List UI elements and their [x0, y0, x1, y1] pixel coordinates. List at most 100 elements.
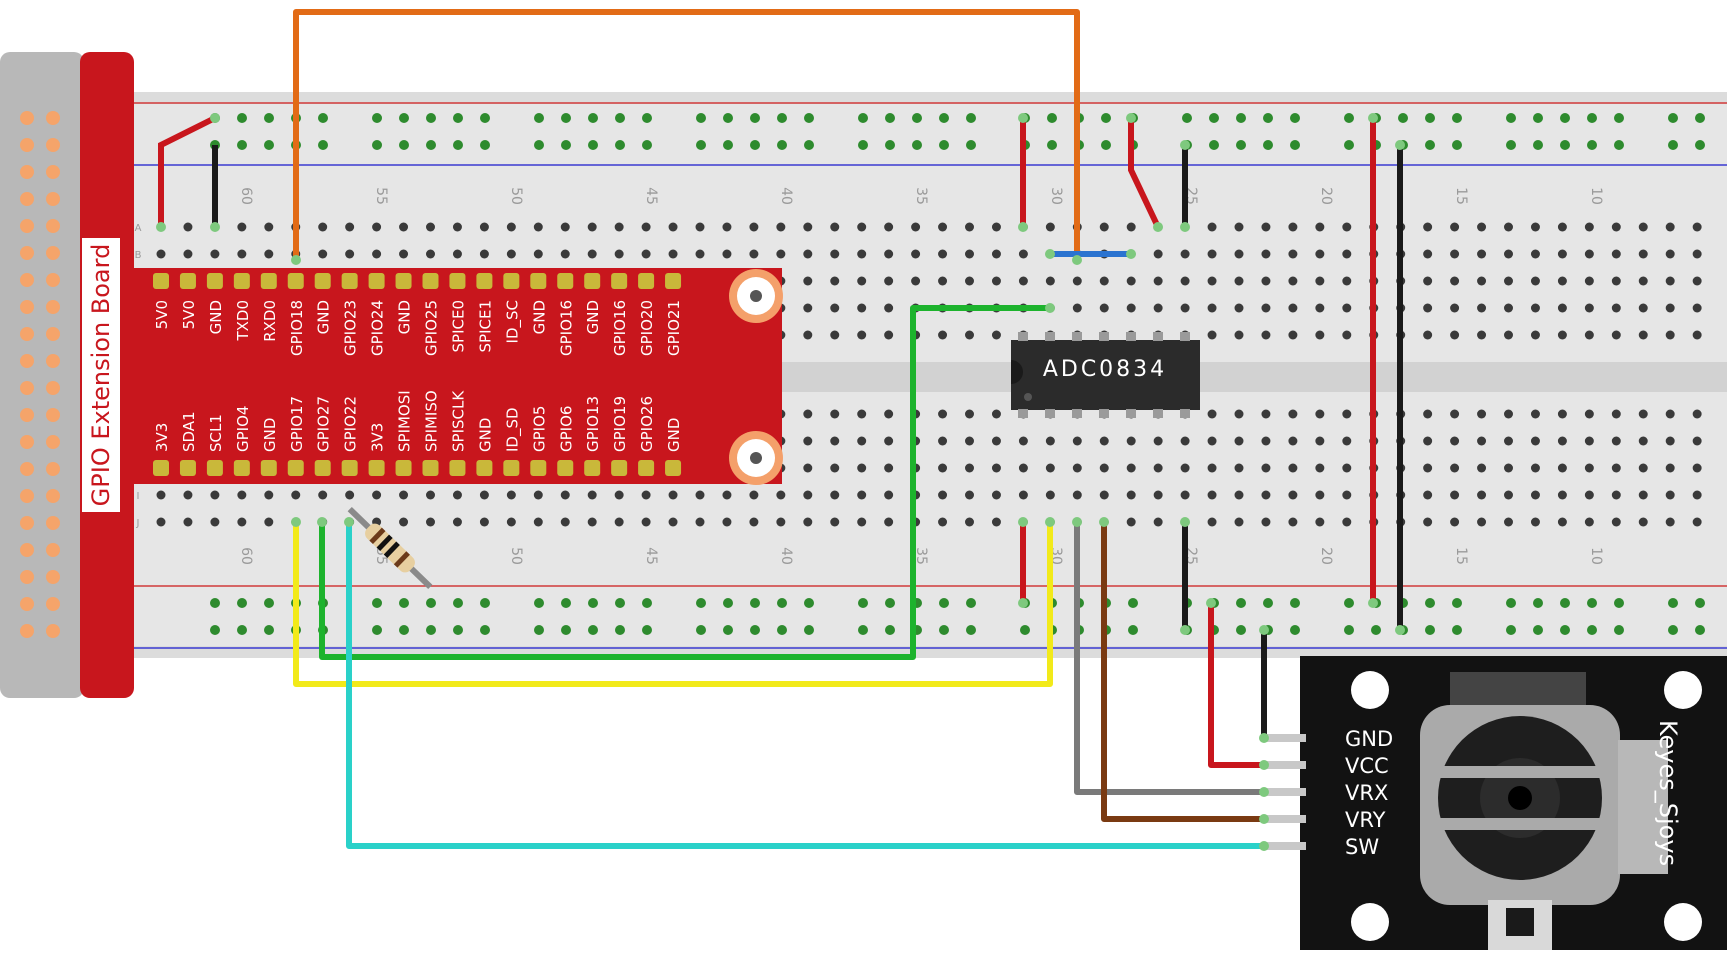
column-number: 10 [1588, 187, 1604, 205]
breadboard-hole [991, 436, 1001, 446]
rail-hole [237, 140, 247, 150]
breadboard-hole [1611, 303, 1621, 313]
rail-hole [453, 113, 463, 123]
breadboard-hole [1557, 276, 1567, 286]
breadboard-hole [1180, 436, 1190, 446]
rail-hole [642, 625, 652, 635]
rail-hole [912, 140, 922, 150]
breadboard-hole [641, 517, 651, 527]
board-pin [260, 460, 277, 476]
rail-hole [1209, 140, 1219, 150]
breadboard-hole [965, 330, 974, 340]
breadboard-hole [884, 222, 894, 232]
column-number: 20 [1318, 547, 1334, 565]
breadboard-hole [1180, 303, 1190, 313]
column-number: 10 [1588, 547, 1604, 565]
breadboard-hole [991, 249, 1001, 259]
breadboard-hole [1504, 276, 1513, 286]
rail-hole [264, 113, 274, 123]
rail-hole [480, 625, 490, 635]
breadboard-hole [1477, 222, 1487, 232]
wire-end [1018, 517, 1028, 527]
rail-hole [1506, 140, 1516, 150]
breadboard-hole [1423, 222, 1433, 232]
breadboard-hole [1207, 517, 1217, 527]
rail-hole [723, 113, 733, 123]
rail-hole [1425, 113, 1435, 123]
breadboard-hole [1342, 463, 1352, 473]
breadboard-hole [1638, 463, 1648, 473]
header-pin [20, 219, 34, 233]
breadboard-hole [452, 490, 462, 500]
breadboard-hole [156, 249, 166, 259]
breadboard-hole [1126, 303, 1136, 313]
rail-hole [1695, 625, 1705, 635]
column-number: 35 [913, 187, 929, 205]
breadboard-hole [1611, 249, 1621, 259]
breadboard-hole [426, 490, 435, 500]
breadboard-hole [452, 222, 462, 232]
breadboard-hole [938, 330, 948, 340]
breadboard-hole [1611, 490, 1621, 500]
breadboard-hole [318, 222, 328, 232]
header-pins [20, 111, 60, 638]
header-pin [46, 489, 60, 503]
breadboard-hole [372, 249, 382, 259]
breadboard-hole [587, 517, 597, 527]
breadboard-hole [1530, 249, 1540, 259]
breadboard-hole [1261, 330, 1271, 340]
breadboard-hole [1665, 409, 1675, 419]
breadboard-hole [1611, 222, 1621, 232]
breadboard-hole [830, 222, 840, 232]
breadboard-hole [1342, 517, 1352, 527]
breadboard-hole [533, 490, 543, 500]
wire-end [1045, 303, 1055, 313]
breadboard-hole [1450, 276, 1460, 286]
breadboard-hole [1477, 490, 1487, 500]
breadboard-hole [803, 517, 813, 527]
breadboard-hole [1423, 490, 1433, 500]
breadboard-hole [560, 490, 570, 500]
board-pin [584, 273, 601, 289]
rail-hole [939, 598, 949, 608]
rail-hole [1236, 113, 1246, 123]
board-pin-label: GND [476, 418, 494, 452]
rail-hole [1263, 140, 1273, 150]
board-pin [287, 460, 304, 476]
breadboard-hole [695, 517, 705, 527]
wire-end [1018, 222, 1028, 232]
breadboard-hole [1692, 490, 1702, 500]
breadboard-hole [938, 276, 948, 286]
breadboard-hole [776, 222, 786, 232]
rail-hole [1425, 140, 1435, 150]
wire-end [1126, 249, 1136, 259]
wire-red-vcc-chip [1128, 118, 1161, 229]
board-pin-label: GPIO23 [342, 300, 360, 356]
breadboard-hole [776, 517, 786, 527]
joystick-pin-label: GND [1345, 727, 1393, 751]
breadboard-hole [1504, 463, 1513, 473]
board-pin [503, 273, 520, 289]
breadboard-hole [1207, 463, 1217, 473]
breadboard-hole [1477, 517, 1487, 527]
rail-hole [237, 113, 247, 123]
breadboard-hole [749, 490, 759, 500]
joystick-pin [1262, 842, 1306, 850]
breadboard-hole [1126, 276, 1136, 286]
rail-hole [1290, 598, 1300, 608]
breadboard-hole [1261, 276, 1271, 286]
column-number: 35 [913, 547, 929, 565]
mount-hole-top [729, 269, 783, 323]
rail-hole [1425, 598, 1435, 608]
rail-hole [804, 598, 814, 608]
breadboard-hole [1180, 249, 1190, 259]
board-pin-label: GND [261, 418, 279, 452]
breadboard-hole [1234, 436, 1244, 446]
breadboard-hole [911, 249, 921, 259]
board-pin [341, 273, 358, 289]
breadboard-hole [1099, 276, 1109, 286]
breadboard-hole [1692, 303, 1702, 313]
breadboard-hole [1530, 276, 1540, 286]
breadboard-hole [1045, 463, 1055, 473]
breadboard-hole [1315, 409, 1325, 419]
